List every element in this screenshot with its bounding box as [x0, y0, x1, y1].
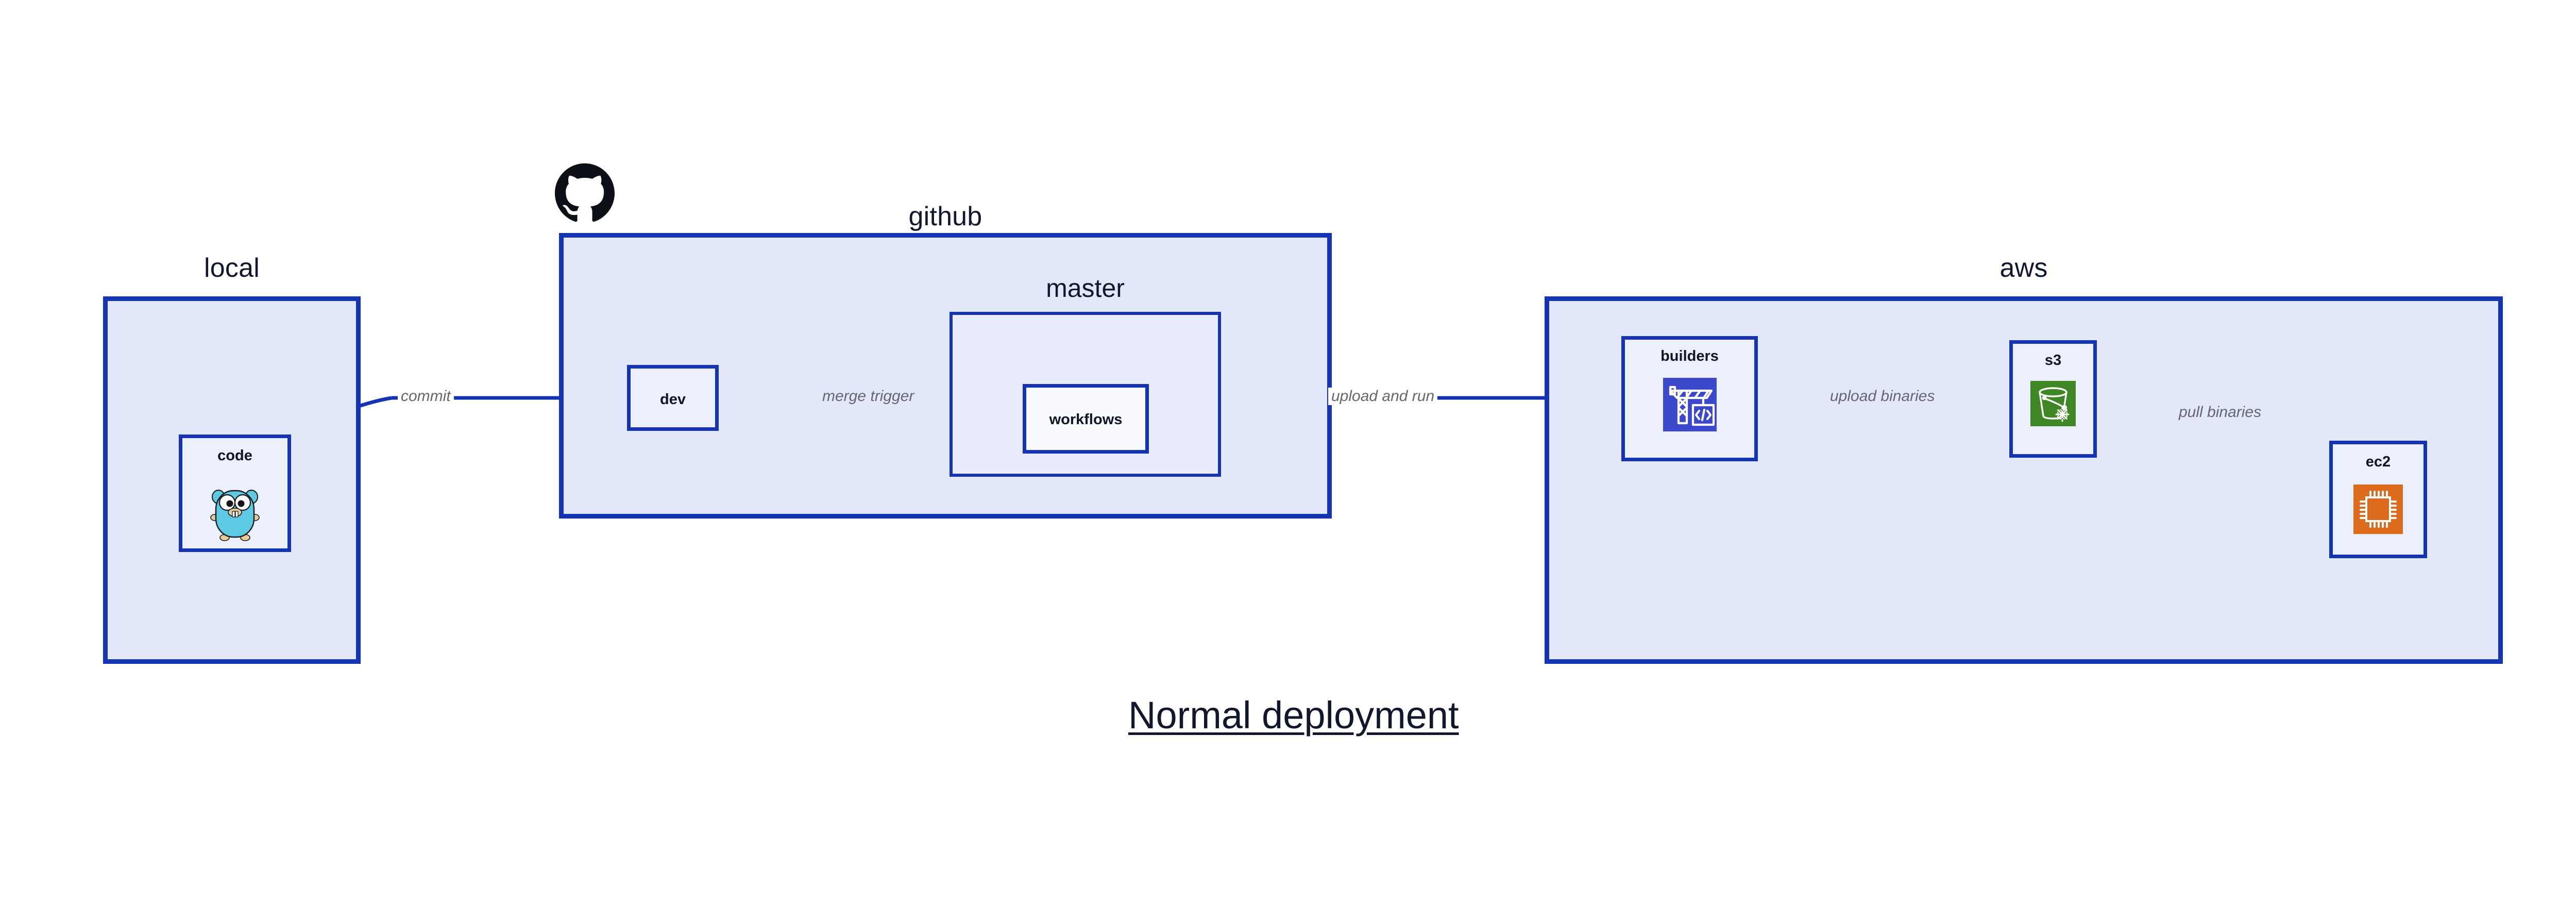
node-label-builders: builders	[1660, 348, 1719, 364]
edge-label-commit: commit	[398, 388, 454, 405]
go-gopher-icon	[210, 483, 260, 541]
crane-code-icon	[1663, 378, 1717, 431]
node-label-dev: dev	[660, 391, 686, 408]
github-octocat-icon	[555, 163, 615, 223]
node-builders[interactable]: builders	[1621, 336, 1758, 461]
subgroup-title-master: master	[1046, 274, 1125, 303]
node-label-ec2: ec2	[2365, 454, 2391, 470]
edge-label-upload-binaries: upload binaries	[1827, 388, 1938, 405]
node-label-s3: s3	[2044, 352, 2062, 369]
edge-label-upload-and-run: upload and run	[1328, 388, 1438, 405]
node-ec2[interactable]: ec2	[2329, 441, 2427, 558]
node-label-workflows: workflows	[1049, 411, 1123, 428]
group-title-aws: aws	[1999, 253, 2048, 283]
node-workflows[interactable]: workflows	[1023, 384, 1149, 454]
node-s3[interactable]: s3	[2009, 340, 2097, 458]
cpu-chip-icon	[2353, 485, 2403, 534]
group-title-github: github	[908, 202, 982, 231]
s3-bucket-icon	[2030, 381, 2076, 426]
edge-label-merge-trigger: merge trigger	[819, 388, 918, 405]
diagram-title: Normal deployment	[1128, 694, 1459, 737]
node-label-code: code	[217, 447, 252, 464]
node-code[interactable]: code	[179, 435, 291, 552]
node-dev[interactable]: dev	[627, 365, 719, 431]
edge-label-pull-binaries: pull binaries	[2176, 404, 2265, 421]
group-title-local: local	[204, 253, 260, 283]
